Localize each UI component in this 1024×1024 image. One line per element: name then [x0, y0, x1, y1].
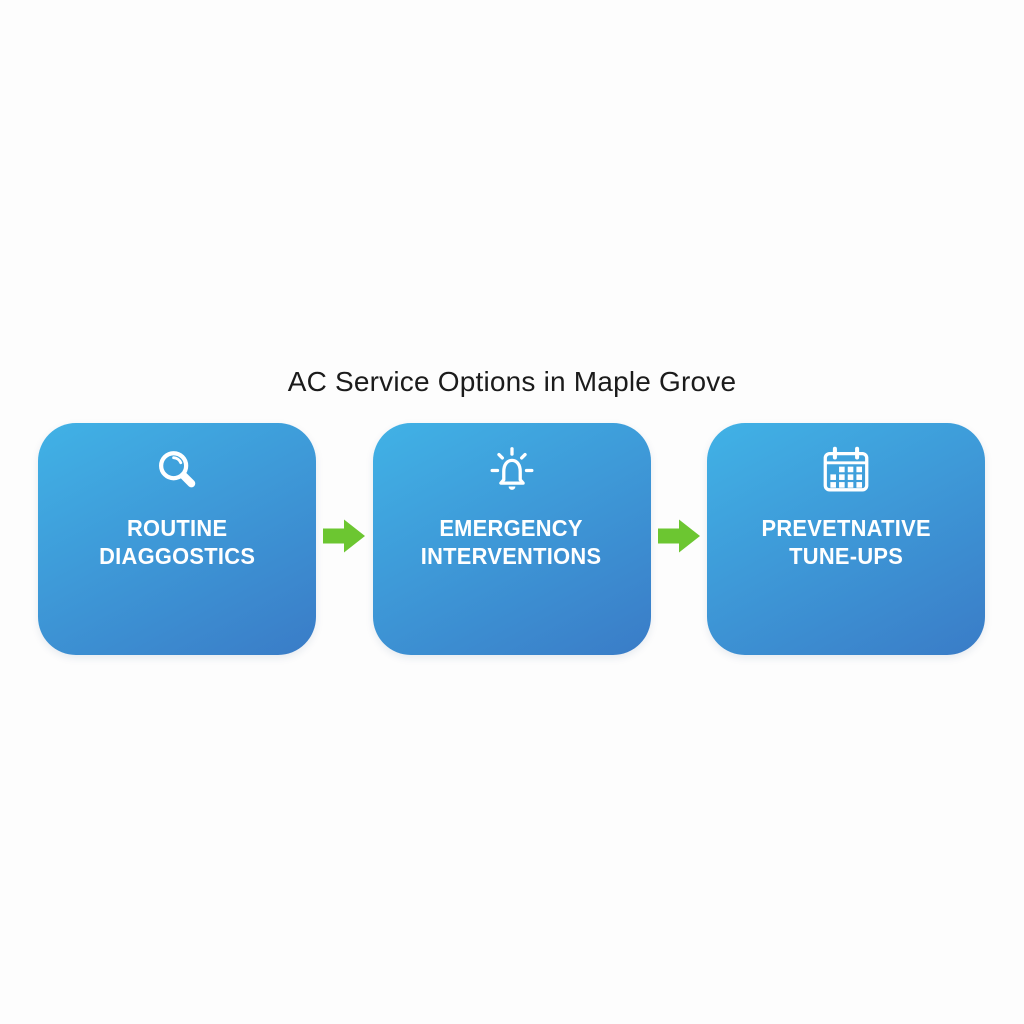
card-label-line1: PREVETNATIVE	[761, 515, 931, 541]
bell-alert-icon	[483, 441, 541, 501]
card-routine-diagnostics: ROUTINE DIAGGOSTICS	[38, 423, 316, 655]
card-label: PREVETNATIVE TUNE-UPS	[761, 514, 930, 570]
card-emergency-interventions: EMERGENCY INTERVENTIONS	[372, 423, 651, 655]
service-flow: ROUTINE DIAGGOSTICS	[38, 423, 985, 655]
card-preventative-tune-ups: PREVETNATIVE TUNE-UPS	[707, 423, 985, 655]
card-label-line1: ROUTINE	[126, 515, 228, 541]
calendar-icon	[819, 441, 873, 501]
arrow-right-icon	[323, 516, 366, 556]
card-label-line1: EMERGENCY	[439, 515, 584, 541]
arrow-right-icon	[657, 516, 700, 556]
page-title: AC Service Options in Maple Grove	[287, 366, 737, 397]
magnifier-icon	[152, 441, 202, 501]
card-label-line2: TUNE-UPS	[788, 543, 903, 569]
card-label-line2: INTERVENTIONS	[421, 543, 602, 569]
card-label-line2: DIAGGOSTICS	[98, 543, 256, 569]
card-label: EMERGENCY INTERVENTIONS	[421, 514, 602, 570]
card-label: ROUTINE DIAGGOSTICS	[99, 514, 255, 570]
